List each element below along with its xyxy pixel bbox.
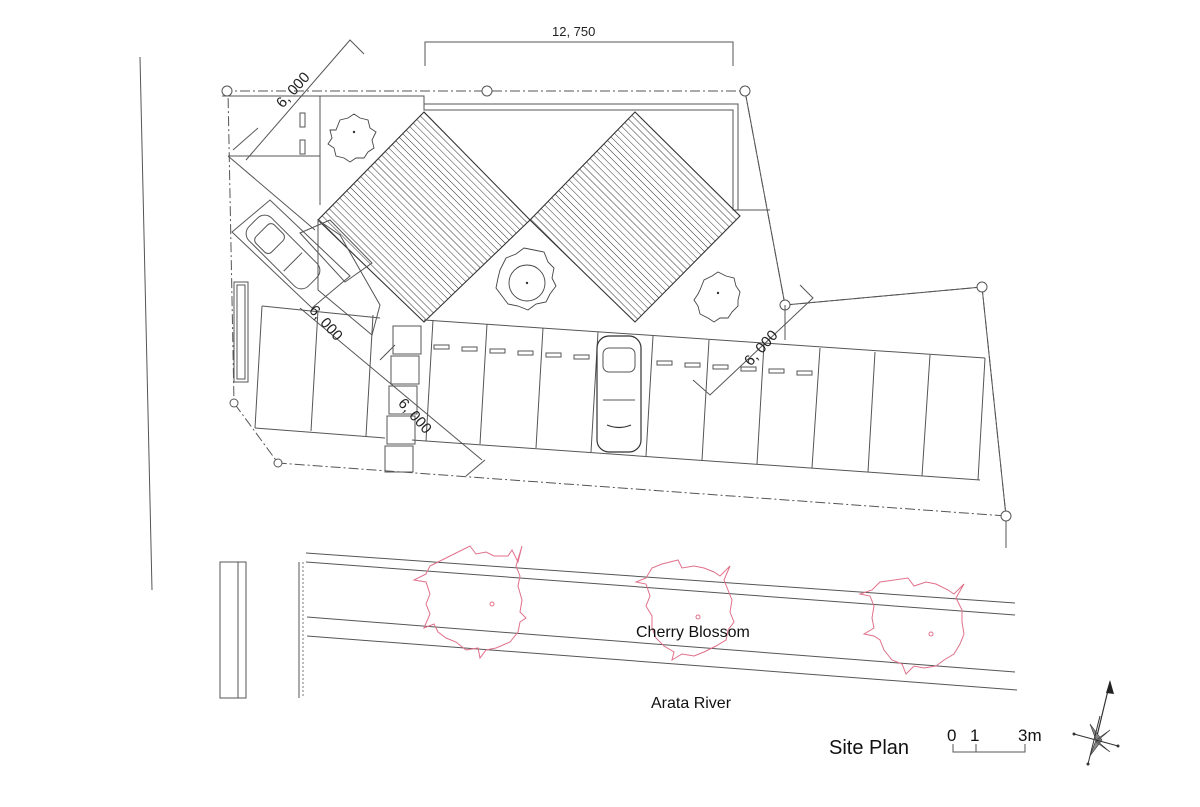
scale-tick-3m: 3m xyxy=(1018,726,1042,745)
scale-tick-1: 1 xyxy=(970,726,980,745)
roof-left xyxy=(317,111,531,323)
car-icon xyxy=(245,214,321,290)
parked-car-icon xyxy=(596,335,642,453)
dimension-lines xyxy=(232,39,814,477)
building-outline xyxy=(222,95,786,340)
scale-tick-0: 0 xyxy=(947,726,957,745)
north-arrow-icon xyxy=(1072,680,1120,766)
tree-icon xyxy=(693,271,741,323)
tree-icon xyxy=(327,113,377,163)
bench xyxy=(233,281,249,383)
roof-right xyxy=(529,111,741,323)
parking-area xyxy=(254,305,986,481)
river-label: Arata River xyxy=(651,695,732,712)
cherry-blossom-tree xyxy=(412,545,527,660)
dimension-top-width: 12, 750 xyxy=(552,24,596,39)
cherry-blossom-label: Cherry Blossom xyxy=(636,624,750,641)
carport xyxy=(231,199,381,336)
tree-icon xyxy=(495,247,557,311)
river xyxy=(219,552,1018,699)
cherry-blossom-tree xyxy=(858,577,965,675)
road-edge-line xyxy=(139,56,153,591)
scale-bar xyxy=(952,744,1026,753)
cherry-blossom-tree xyxy=(634,559,735,662)
drawing-title: Site Plan xyxy=(829,737,910,759)
lane-dashes xyxy=(433,344,813,376)
